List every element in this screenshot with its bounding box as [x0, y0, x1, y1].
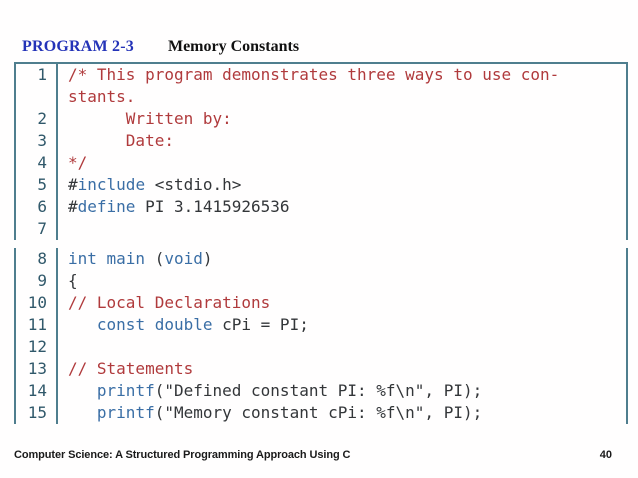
code-line: 9{: [16, 270, 626, 292]
line-number: 4: [16, 152, 58, 174]
code-text: stants.: [68, 87, 136, 106]
program-number-label: PROGRAM 2-3: [22, 38, 134, 55]
line-number: 11: [16, 314, 58, 336]
code-line: 12: [16, 336, 626, 358]
code-text: printf("Memory constant cPi: %f\n", PI);: [96, 403, 483, 422]
line-number: 3: [16, 130, 58, 152]
code-line: 5 #include <stdio.h>: [16, 174, 626, 196]
code-line: 3 Date:: [16, 130, 626, 152]
code-text: Written by:: [68, 109, 232, 128]
page-number: 40: [599, 449, 612, 461]
line-number: 15: [16, 402, 58, 424]
slide-title: PROGRAM 2-3 Memory Constants: [14, 38, 624, 56]
code-text: // Statements: [68, 359, 194, 378]
code-line: 15 printf("Memory constant cPi: %f\n", P…: [16, 402, 626, 424]
line-number: 1: [16, 64, 58, 86]
line-number: 6: [16, 196, 58, 218]
code-line: 4 */: [16, 152, 626, 174]
line-number: 7: [16, 218, 58, 240]
line-number: 2: [16, 108, 58, 130]
code-line: 6 #define PI 3.1415926536: [16, 196, 626, 218]
line-number: 10: [16, 292, 58, 314]
code-text: #define PI 3.1415926536: [68, 197, 290, 216]
code-text: // Local Declarations: [68, 293, 271, 312]
code-line: stants.: [16, 86, 626, 108]
line-number: 12: [16, 336, 58, 358]
code-line: 7: [16, 218, 626, 240]
line-number: 8: [16, 248, 58, 270]
code-line: 2 Written by:: [16, 108, 626, 130]
line-number: [16, 86, 58, 108]
code-text: {: [68, 271, 78, 290]
code-text: */: [68, 153, 88, 172]
code-line: 10 // Local Declarations: [16, 292, 626, 314]
code-line: 8 int main (void): [16, 248, 626, 270]
code-text: const double cPi = PI;: [96, 315, 309, 334]
program-title-text: Memory Constants: [167, 38, 300, 55]
code-text: #include <stdio.h>: [68, 175, 242, 194]
code-text: Date:: [68, 131, 174, 150]
code-text: int main (void): [68, 249, 213, 268]
code-text: [58, 218, 626, 240]
line-number: 9: [16, 270, 58, 292]
code-text: printf("Defined constant PI: %f\n", PI);: [96, 381, 483, 400]
code-line: 14 printf("Defined constant PI: %f\n", P…: [16, 380, 626, 402]
slide-footer: Computer Science: A Structured Programmi…: [14, 449, 612, 461]
line-number: 5: [16, 174, 58, 196]
code-line: 13 // Statements: [16, 358, 626, 380]
line-number: 13: [16, 358, 58, 380]
book-title: Computer Science: A Structured Programmi…: [14, 449, 351, 461]
code-listing-top: 1 /* This program demonstrates three ways…: [14, 62, 628, 240]
slide: PROGRAM 2-3 Memory Constants 1 /* This pr…: [14, 38, 628, 424]
line-number: 14: [16, 380, 58, 402]
code-text: /* This program demonstrates three ways …: [68, 65, 560, 84]
code-line: 11 const double cPi = PI;: [16, 314, 626, 336]
code-text: [58, 336, 626, 358]
code-line: 1 /* This program demonstrates three ways…: [16, 64, 626, 86]
